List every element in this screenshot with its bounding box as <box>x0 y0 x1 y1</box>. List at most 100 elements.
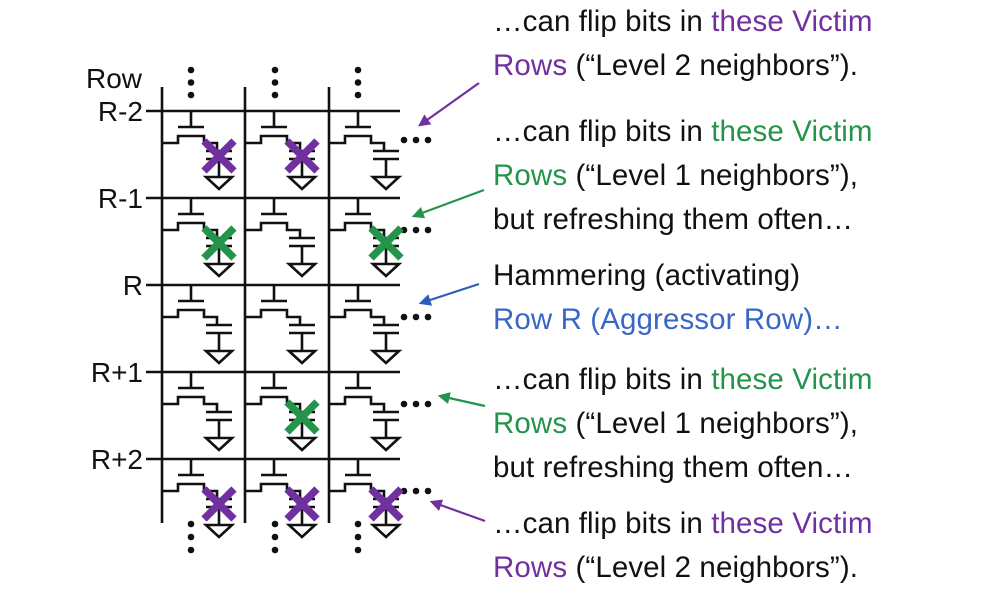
annotation-text: (“Level 1 neighbors”), <box>567 159 859 192</box>
transistor-channel <box>245 308 302 325</box>
dot <box>187 546 195 554</box>
dram-cell <box>162 459 236 539</box>
dram-cell <box>329 111 403 191</box>
transistor-channel <box>162 221 219 238</box>
dot <box>271 91 279 99</box>
vertical-ellipsis-top <box>354 66 362 99</box>
transistor-channel <box>162 395 219 412</box>
dot <box>400 313 408 321</box>
transistor-channel <box>329 221 386 238</box>
dot <box>424 487 432 495</box>
ground-icon <box>202 175 236 191</box>
dot <box>424 136 432 144</box>
annotation-r: Hammering (activating)Row R (Aggressor R… <box>493 254 843 342</box>
ground-icon <box>285 175 319 191</box>
dot <box>354 91 362 99</box>
horizontal-ellipsis-R+1 <box>400 400 432 408</box>
annotation-text: but refreshing them often… <box>493 203 854 236</box>
dot <box>424 226 432 234</box>
annotation-text: …can flip bits in <box>493 5 712 38</box>
dram-cell <box>329 372 403 452</box>
transistor-channel <box>329 395 386 412</box>
dram-cell <box>162 111 236 191</box>
dot <box>400 400 408 408</box>
transistor-channel <box>245 221 302 238</box>
dram-cell <box>162 285 236 365</box>
annotation-line: Rows (“Level 2 neighbors”). <box>493 44 873 88</box>
dot <box>354 66 362 74</box>
bit-flip-x-icon <box>201 138 237 174</box>
annotation-line: …can flip bits in these Victim <box>493 0 873 44</box>
vertical-ellipsis-top <box>187 66 195 99</box>
annotation-text: but refreshing them often… <box>493 451 854 484</box>
ground-icon <box>202 523 236 539</box>
bit-flip-x-icon <box>284 138 320 174</box>
dot <box>354 533 362 541</box>
ground-icon <box>369 349 403 365</box>
annotation-text: (“Level 2 neighbors”). <box>567 49 859 82</box>
dot <box>187 520 195 528</box>
ground-icon <box>202 349 236 365</box>
annotation-text: (“Level 1 neighbors”), <box>567 407 859 440</box>
highlighted-text: Rows <box>493 49 568 82</box>
bit-flip-x-icon <box>368 225 404 261</box>
arrow-to-R-1 <box>411 188 485 219</box>
ground-icon <box>285 523 319 539</box>
row-label-rplus1: R+1 <box>91 357 143 388</box>
horizontal-ellipsis-R-2 <box>400 136 432 144</box>
bit-flip-x-icon <box>284 399 320 435</box>
annotation-text: …can flip bits in <box>493 115 712 148</box>
dot <box>412 487 420 495</box>
vertical-ellipsis-bottom <box>354 520 362 554</box>
row-label-rminus2: R-2 <box>98 96 143 127</box>
dot <box>424 400 432 408</box>
dram-cell <box>245 285 319 365</box>
dot <box>271 533 279 541</box>
dot <box>412 400 420 408</box>
vertical-ellipsis-bottom <box>187 520 195 554</box>
x-stroke <box>201 138 237 174</box>
vertical-ellipsis-bottom <box>271 520 279 554</box>
highlighted-text: these Victim <box>711 363 873 396</box>
transistor-channel <box>245 482 302 499</box>
transistor-channel <box>329 482 386 499</box>
x-stroke <box>284 399 320 435</box>
ground-icon <box>369 436 403 452</box>
annotation-text: …can flip bits in <box>493 507 712 540</box>
row-label-r: R <box>123 270 143 301</box>
transistor-channel <box>329 134 386 151</box>
dot <box>187 533 195 541</box>
dot <box>412 226 420 234</box>
dot <box>354 79 362 86</box>
arrow-to-R+1 <box>437 392 486 408</box>
arrow-to-R-2 <box>418 82 480 127</box>
vertical-ellipsis-top <box>271 66 279 99</box>
transistor-channel <box>162 134 219 151</box>
dot <box>354 520 362 528</box>
horizontal-ellipsis-R+2 <box>400 487 432 495</box>
dot <box>412 136 420 144</box>
ground-icon <box>369 523 403 539</box>
dram-cell <box>329 285 403 365</box>
annotation-line: …can flip bits in these Victim <box>493 502 873 546</box>
x-stroke <box>284 486 320 522</box>
bit-flip-x-icon <box>201 225 237 261</box>
highlighted-text: these Victim <box>711 5 873 38</box>
dot <box>271 546 279 554</box>
highlighted-text: these Victim <box>711 115 873 148</box>
annotation-line: Rows (“Level 1 neighbors”), <box>493 402 873 446</box>
annotation-line: …can flip bits in these Victim <box>493 110 873 154</box>
transistor-channel <box>245 134 302 151</box>
row-label-rminus1: R-1 <box>98 183 143 214</box>
dram-cell <box>245 198 319 278</box>
transistor-channel <box>329 308 386 325</box>
transistor-channel <box>162 308 219 325</box>
bit-flip-x-icon <box>201 486 237 522</box>
x-stroke <box>368 486 404 522</box>
dot <box>354 546 362 554</box>
